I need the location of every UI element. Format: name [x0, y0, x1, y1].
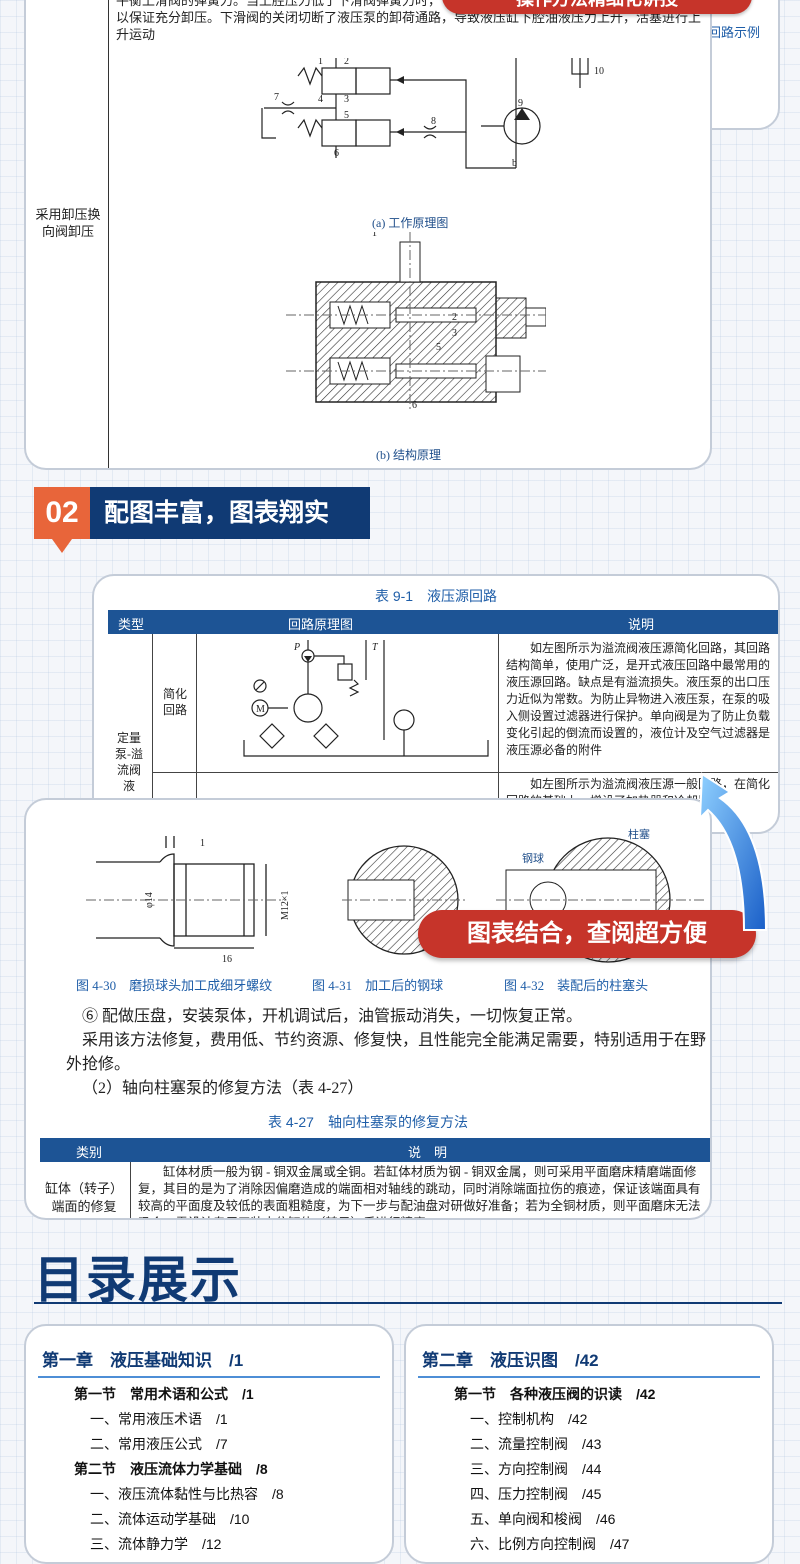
toc-item[interactable]: 一、常用液压术语 /1: [90, 1411, 228, 1427]
toc-item[interactable]: 四、压力控制阀 /45: [470, 1486, 602, 1502]
structure-drawing: 4 1 8 2 3 5 6: [286, 232, 546, 411]
dimension-label: φ14: [144, 892, 155, 908]
structure-label: 3: [452, 328, 457, 339]
table-header: 类型 回路原理图 说明: [108, 610, 778, 634]
toc-item[interactable]: 三、方向控制阀 /44: [470, 1461, 602, 1477]
figure-caption: (a) 工作原理图: [372, 216, 449, 230]
toc-item[interactable]: 一、控制机构 /42: [470, 1411, 588, 1427]
filter-symbol: [313, 723, 339, 749]
toc-item[interactable]: 一、液压流体黏性与比热容 /8: [90, 1486, 284, 1502]
body-paragraph: ⑥ 配做压盘，安装泵体，开机调试后，油管振动消失，一切恢复正常。 采用该方法修复…: [66, 1005, 706, 1101]
diagram-label: 8: [431, 116, 436, 127]
row-sub-label: 简化回路: [162, 687, 187, 717]
spring-upper: [297, 66, 323, 86]
feature-banner-text: 操作方法精细化讲授: [442, 0, 752, 14]
diagram-label: 3: [344, 94, 349, 105]
toc-item[interactable]: 第一节 常用术语和公式 /1: [74, 1386, 254, 1402]
toc-item[interactable]: 二、流量控制阀 /43: [470, 1436, 602, 1452]
diagram-label: 6: [334, 148, 339, 159]
diagram-label: 5: [344, 110, 349, 121]
toc-item[interactable]: 第二节 液压流体力学基础 /8: [74, 1461, 268, 1477]
diagram-label: 7: [274, 92, 279, 103]
diagram-label: 1: [318, 58, 323, 67]
toc-item[interactable]: 三、流体静力学 /12: [90, 1536, 222, 1552]
figure-caption: 图 4-31 加工后的钢球: [312, 978, 444, 993]
figure-card-plunger-repair: 1 φ14 M12×1 16 钢球 柱塞 图 4-30 磨损球头加工成细牙螺纹 …: [24, 798, 712, 1220]
header-diagram: 回路原理图: [288, 617, 354, 632]
chapter-rule: [418, 1376, 760, 1378]
figure-caption: 图 4-30 磨损球头加工成细牙螺纹: [76, 978, 273, 993]
body-line: ⑥ 配做压盘，安装泵体，开机调试后，油管振动消失，一切恢复正常。: [82, 1008, 583, 1025]
feature-badge-text: 图表结合，查阅超方便: [467, 920, 707, 947]
diagram-label: 4: [318, 94, 323, 105]
feature-badge: 图表结合，查阅超方便: [418, 910, 756, 958]
header-category: 类别: [76, 1145, 103, 1160]
row-label: 缸体（转子）端面的修复: [44, 1181, 123, 1214]
row-label: 采用卸压换向阀卸压: [35, 207, 101, 239]
body-line: （2）轴向柱塞泵的修复方法（表 4-27）: [82, 1080, 364, 1097]
motor-label: M: [256, 704, 265, 715]
section-title: 配图丰富，图表翔实: [90, 487, 370, 539]
table-title: 表 9-1 液压源回路: [374, 588, 498, 604]
valve-block-upper: [321, 67, 357, 95]
structure-label: 2: [452, 312, 457, 323]
body-line: 升运动: [116, 27, 156, 42]
table-title: 表 4-27 轴向柱塞泵的修复方法: [268, 1114, 468, 1130]
toc-card-chapter-1: 第一章 液压基础知识 /1 第一节 常用术语和公式 /1 一、常用液压术语 /1…: [24, 1324, 394, 1564]
section-number-pointer: [52, 539, 72, 553]
body-line: 采用该方法修复，费用低、节约资源、修复快，且性能完全能满足需要，特别适用于在野外…: [66, 1032, 707, 1073]
diagram-label: 2: [344, 58, 349, 67]
part-label: 柱塞: [628, 828, 650, 841]
row-description: 缸体材质一般为钢 - 铜双金属或全铜。若缸体材质为钢 - 铜双金属，则可采用平面…: [138, 1165, 701, 1218]
figure-caption: (b) 结构原理: [376, 448, 441, 462]
structure-label: 6: [412, 400, 417, 411]
toc-divider: [34, 1302, 782, 1304]
figure-caption: 图 4-32 装配后的柱塞头: [504, 978, 649, 993]
table-header: 类别 说 明: [40, 1138, 710, 1162]
row-type-label: 定量泵-溢流阀液: [115, 731, 143, 793]
part-label: 钢球: [522, 851, 544, 865]
curved-arrow-icon: [698, 772, 768, 931]
toc-item[interactable]: 六、比例方向控制阀 /47: [470, 1536, 630, 1552]
toc-item[interactable]: 第一节 各种液压阀的识读 /42: [454, 1386, 656, 1402]
pump-symbol: [293, 693, 323, 723]
table-divider: [108, 0, 109, 468]
filter-symbol: [259, 723, 285, 749]
structure-label: 1: [372, 232, 377, 239]
dimension-label: M12×1: [280, 890, 291, 920]
gauge-symbol: [393, 709, 415, 731]
header-type: 类型: [118, 617, 145, 632]
cylinder-symbol: [571, 58, 589, 75]
feature-banner: 操作方法精细化讲授: [442, 0, 752, 14]
diagram-label: 9: [518, 98, 523, 109]
description-text: 如左图所示为溢流阀液压源简化回路，其回路结构简单，使用广泛，是开式液压回路中最常…: [506, 641, 771, 757]
dimension-label: 16: [222, 954, 232, 965]
valve-block-lower: [321, 119, 357, 147]
back-card-text: 回路示例: [708, 25, 761, 40]
toc-card-chapter-2: 第二章 液压识图 /42 第一节 各种液压阀的识读 /42 一、控制机构 /42…: [404, 1324, 774, 1564]
toc-item[interactable]: 五、单向阀和梭阀 /46: [470, 1511, 616, 1527]
table-card-hydraulic-source: 表 9-1 液压源回路 类型 回路原理图 说明 定量泵-溢流阀液 简化回路: [92, 574, 780, 834]
header-description: 说明: [628, 617, 655, 632]
diagram-label: 10: [594, 66, 604, 77]
diagram-card-unloading: 平衡上滑阀的弹簧力。当上腔压力低于下滑阀弹簧力时，下 以保证充分卸压。下滑阀的关…: [24, 0, 712, 470]
structure-label: 5: [436, 342, 441, 353]
hydraulic-schematic: 1 2 3 4 5 6 7 8 9 10 a b: [261, 58, 604, 169]
diagram-label: b: [512, 158, 517, 169]
dimension-label: 1: [200, 838, 205, 849]
section-number: 02: [34, 487, 90, 539]
body-line: 平衡上滑阀的弹簧力。当上腔压力低于下滑阀弹簧力时，下: [116, 0, 455, 8]
spring-lower: [297, 118, 323, 138]
chapter-rule: [38, 1376, 380, 1378]
chapter-heading: 第二章 液压识图 /42: [422, 1351, 599, 1370]
chapter-heading: 第一章 液压基础知识 /1: [42, 1351, 244, 1370]
toc-title: 目录展示: [34, 1252, 242, 1308]
port-label: P: [293, 642, 300, 653]
header-description: 说 明: [408, 1145, 448, 1160]
toc-item[interactable]: 二、流体运动学基础 /10: [90, 1511, 250, 1527]
toc-item[interactable]: 二、常用液压公式 /7: [90, 1436, 228, 1452]
circuit-diagram: P T M: [243, 640, 489, 757]
port-label: T: [372, 642, 379, 653]
